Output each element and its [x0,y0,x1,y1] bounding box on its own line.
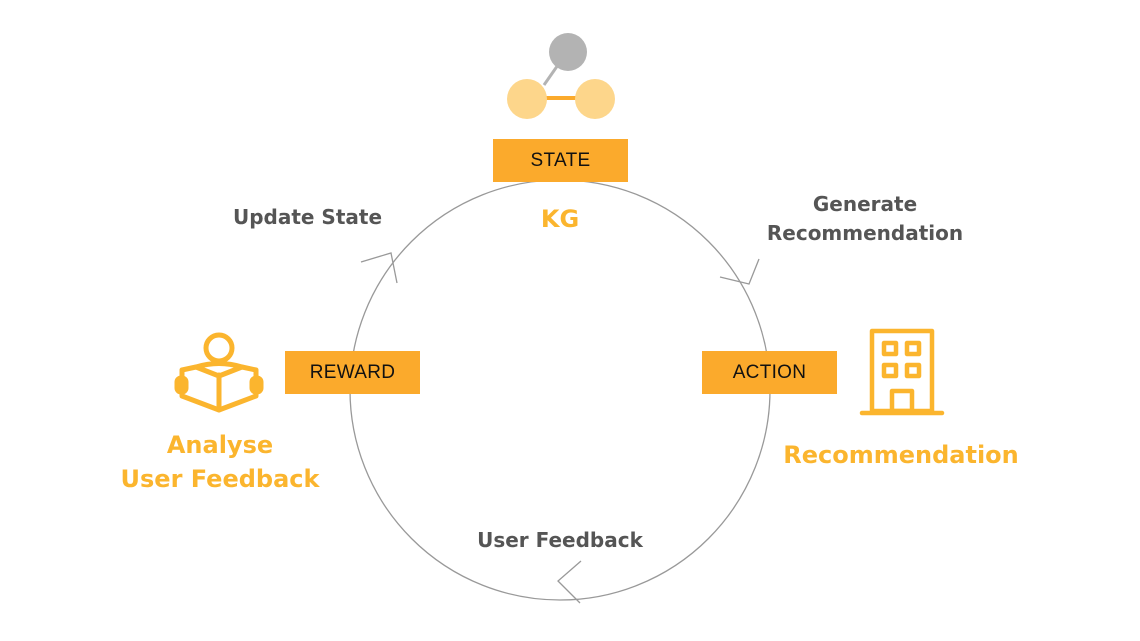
arrow-feedback [557,560,582,604]
user-feedback-label: User Feedback [477,528,643,552]
generate-recommendation-label: Generate Recommendation [760,190,970,248]
reward-label: REWARD [309,361,396,383]
arrow-generate [719,258,760,285]
kg-caption: KG [540,205,580,233]
action-label: ACTION [732,361,807,383]
reader-icon [174,332,264,413]
action-box: ACTION [702,351,837,394]
generate-line2: Recommendation [766,221,964,245]
recommendation-caption: Recommendation [783,441,1019,469]
knowledge-graph-icon [507,33,615,119]
analyse-caption-line1: Analyse [166,431,274,459]
update-state-label: Update State [232,205,383,229]
analyse-feedback-caption: Analyse User Feedback [105,428,335,496]
analyse-caption-line2: User Feedback [120,465,320,493]
generate-line1: Generate [812,192,918,216]
arrow-update [360,252,398,284]
state-label: STATE [530,149,591,171]
state-box: STATE [493,139,628,182]
reward-box: REWARD [285,351,420,394]
building-icon [859,328,945,416]
